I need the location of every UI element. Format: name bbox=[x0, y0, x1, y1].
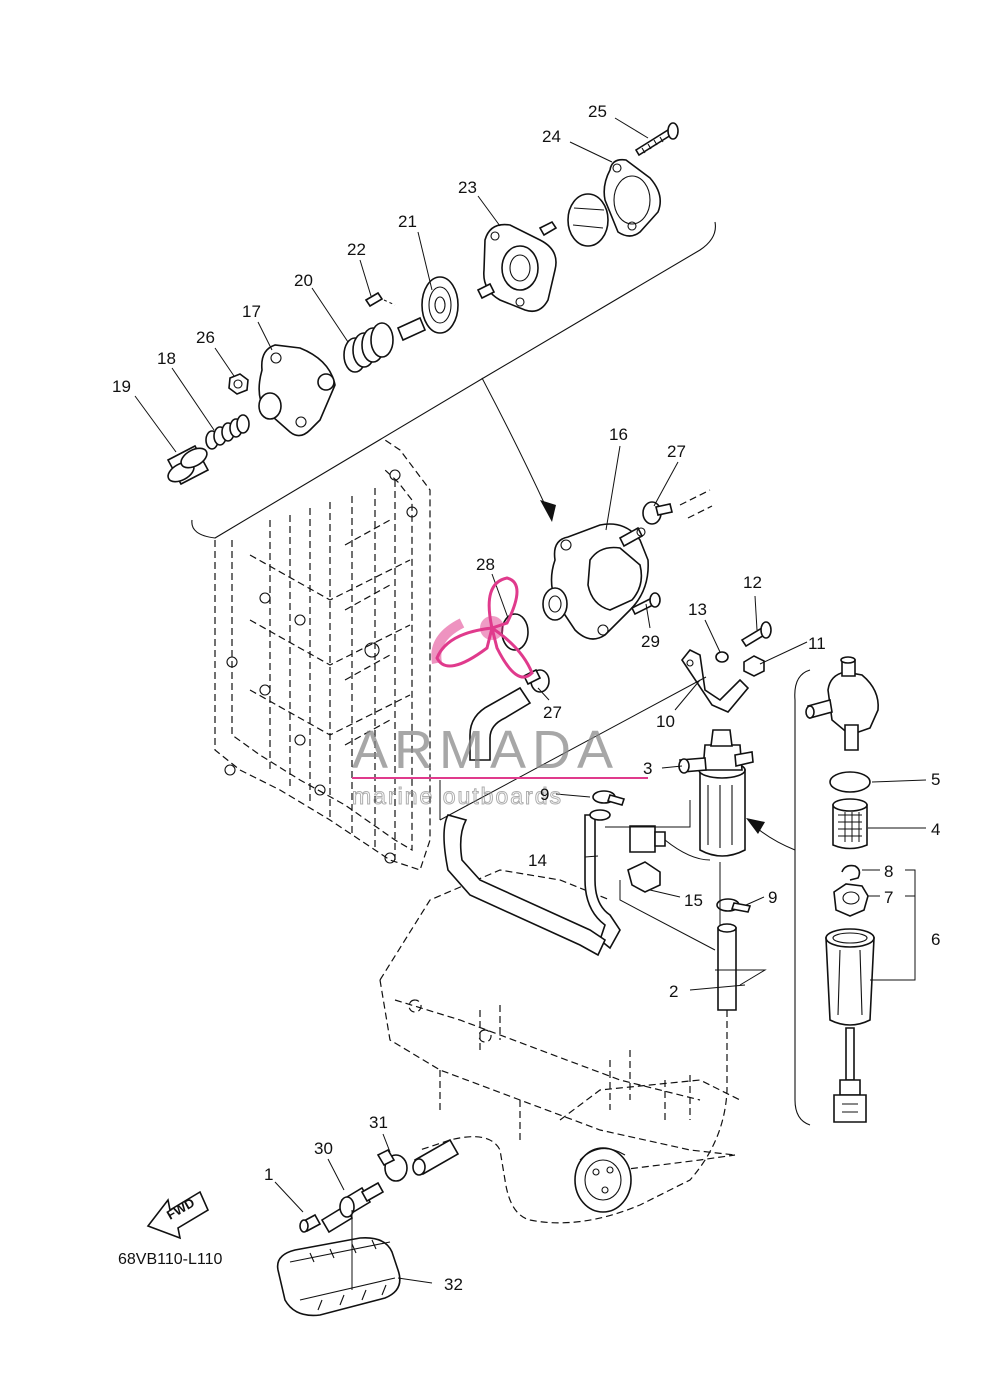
part-19-plunger bbox=[166, 444, 210, 486]
callout-25: 25 bbox=[588, 102, 607, 121]
part-6-filter-cup bbox=[825, 928, 875, 1123]
watermark-brand: ARMADA bbox=[352, 720, 619, 780]
callout-19: 19 bbox=[112, 377, 131, 396]
callout-20: 20 bbox=[294, 271, 313, 290]
part-3-fuel-filter bbox=[678, 729, 754, 857]
part-10-bracket bbox=[681, 648, 750, 713]
callout-4: 4 bbox=[931, 820, 940, 839]
callout-9-lower: 9 bbox=[768, 888, 777, 907]
callout-9-upper: 9 bbox=[540, 785, 549, 804]
callout-12: 12 bbox=[743, 573, 762, 592]
part-32-cover bbox=[276, 1236, 401, 1317]
part-7-float bbox=[833, 883, 869, 917]
propeller-logo bbox=[431, 576, 534, 679]
callout-17: 17 bbox=[242, 302, 261, 321]
callout-16: 16 bbox=[609, 425, 628, 444]
right-group-bracket bbox=[794, 669, 811, 1126]
fwd-direction-arrow bbox=[146, 1190, 210, 1240]
callout-11: 11 bbox=[808, 634, 826, 653]
diagram-code: 68VB110-L110 bbox=[118, 1251, 222, 1268]
part-17-pump-cover bbox=[258, 344, 336, 437]
callout-30: 30 bbox=[314, 1139, 333, 1158]
part-27-clip-lower bbox=[522, 668, 550, 693]
callout-23: 23 bbox=[458, 178, 477, 197]
callout-1: 1 bbox=[264, 1165, 273, 1184]
part-30-fitting bbox=[320, 1181, 385, 1234]
callout-32: 32 bbox=[444, 1275, 463, 1294]
callout-27-lower: 27 bbox=[543, 703, 562, 722]
armada-watermark: ARMADA marine outboards bbox=[352, 576, 648, 810]
watermark-tagline: marine outboards bbox=[352, 783, 563, 809]
part-4-filter-element bbox=[832, 798, 868, 850]
callout-26: 26 bbox=[196, 328, 215, 347]
part-11-nut bbox=[743, 655, 765, 677]
callout-18: 18 bbox=[157, 349, 176, 368]
leader-lines bbox=[134, 117, 927, 1290]
callout-28: 28 bbox=[476, 555, 495, 574]
callout-24: 24 bbox=[542, 127, 561, 146]
lower-housing-outline bbox=[379, 869, 741, 1171]
callout-29: 29 bbox=[641, 632, 660, 651]
lower-hose-stub bbox=[412, 1138, 460, 1176]
part-16-fuel-pump bbox=[542, 523, 649, 640]
callout-14: 14 bbox=[528, 851, 547, 870]
callout-10: 10 bbox=[656, 712, 675, 731]
group-arrow-head bbox=[540, 500, 556, 522]
part-5-o-ring bbox=[829, 771, 871, 793]
part-25-screw bbox=[634, 122, 679, 157]
part-8-circlip bbox=[841, 864, 861, 881]
part-15-clip bbox=[627, 861, 661, 893]
callout-8: 8 bbox=[884, 862, 893, 881]
hose-stub-16 bbox=[679, 489, 713, 519]
filter-head-detail bbox=[805, 656, 879, 751]
callout-3: 3 bbox=[643, 759, 652, 778]
callout-labels: 25 24 23 21 22 20 17 26 18 19 16 27 28 1… bbox=[112, 102, 940, 1294]
callout-6: 6 bbox=[931, 930, 940, 949]
part-29-bolt bbox=[630, 592, 661, 616]
callout-2: 2 bbox=[669, 982, 678, 1001]
callout-21: 21 bbox=[398, 212, 417, 231]
part-27-clip-upper bbox=[642, 501, 673, 525]
sensor-connector bbox=[629, 825, 711, 861]
right-group-arrow-head bbox=[746, 818, 765, 834]
part-9-clip-upper bbox=[592, 790, 626, 806]
part-1-cap bbox=[299, 1213, 322, 1233]
part-20-spring bbox=[343, 322, 394, 373]
part-26-nut bbox=[228, 373, 249, 395]
engine-block-outline bbox=[214, 439, 431, 871]
part-2-hose bbox=[419, 923, 737, 1224]
callout-7: 7 bbox=[884, 888, 893, 907]
callout-15: 15 bbox=[684, 891, 703, 910]
part-18-spring bbox=[205, 414, 250, 450]
part-9-clip-lower bbox=[716, 898, 752, 913]
part-12-bolt bbox=[740, 621, 772, 648]
part-28-o-ring bbox=[501, 613, 529, 651]
drive-coupling bbox=[574, 1147, 632, 1213]
part-23-pump-body bbox=[476, 220, 558, 313]
callout-22: 22 bbox=[347, 240, 366, 259]
part-21-diaphragm bbox=[396, 276, 459, 342]
callout-27-upper: 27 bbox=[667, 442, 686, 461]
part-13-washer bbox=[715, 651, 729, 663]
part-31-clip bbox=[376, 1148, 408, 1182]
group-arrow bbox=[481, 377, 553, 521]
part-22-pin bbox=[364, 291, 384, 308]
part-24-cover-plate bbox=[603, 158, 661, 237]
top-group-frame bbox=[191, 221, 716, 539]
part-14-hose bbox=[443, 809, 621, 957]
callout-31: 31 bbox=[369, 1113, 388, 1132]
callout-13: 13 bbox=[688, 600, 707, 619]
part-24-disc bbox=[567, 193, 609, 247]
callout-5: 5 bbox=[931, 770, 940, 789]
fuel-hose-upper bbox=[469, 686, 532, 761]
